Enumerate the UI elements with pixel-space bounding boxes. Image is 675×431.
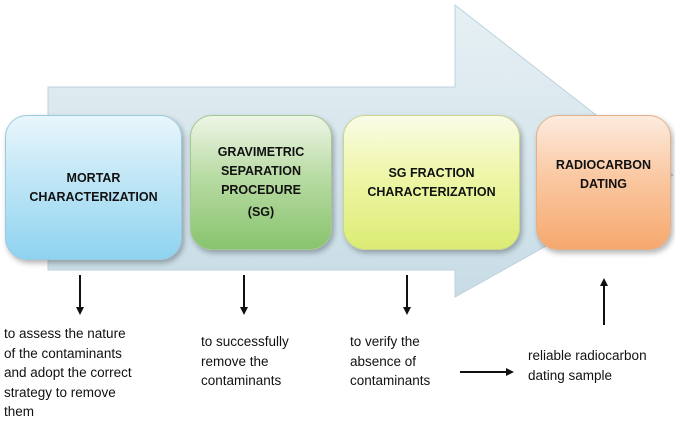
note-line: absence of (350, 353, 417, 369)
step-label-line: DATING (580, 176, 627, 191)
step-sg-fraction-characterization: SG FRACTION CHARACTERIZATION (343, 115, 520, 250)
step-radiocarbon-dating: RADIOCARBON DATING (536, 115, 671, 250)
note-line: reliable radiocarbon (528, 348, 647, 363)
note-line: of the contaminants (4, 345, 122, 361)
note-mortar: to assess the nature of the contaminants… (4, 324, 184, 422)
note-line: strategy to remove (4, 384, 116, 400)
note-line: contaminants (350, 373, 431, 389)
note-line: them (4, 404, 35, 420)
note-line: to assess the nature (4, 326, 126, 341)
note-line: and adopt the correct (4, 365, 132, 381)
note-line: contaminants (201, 373, 282, 389)
note-line: to successfully (201, 334, 289, 349)
note-line: to verify the (350, 334, 420, 349)
note-line: remove the (201, 353, 269, 369)
step-label-line: PROCEDURE (221, 182, 301, 197)
note-radiocarbon: reliable radiocarbon dating sample (528, 346, 673, 385)
step-gravimetric-separation: GRAVIMETRIC SEPARATION PROCEDURE (SG) (190, 115, 332, 250)
note-line: dating sample (528, 367, 613, 383)
step-label-line: SG FRACTION (388, 165, 475, 180)
step-label-line: CHARACTERIZATION (367, 184, 496, 199)
step-label-line: RADIOCARBON (555, 158, 652, 172)
step-label-line: (SG) (247, 205, 275, 220)
step-label-line: GRAVIMETRIC (217, 145, 305, 159)
note-sg-fraction: to verify the absence of contaminants (350, 332, 470, 391)
step-label-line: CHARACTERIZATION (29, 189, 158, 204)
note-gravimetric: to successfully remove the contaminants (201, 332, 331, 391)
step-label-line: MORTAR (66, 170, 121, 185)
step-mortar-characterization: MORTAR CHARACTERIZATION (5, 115, 182, 260)
step-label-line: SEPARATION (220, 163, 302, 178)
